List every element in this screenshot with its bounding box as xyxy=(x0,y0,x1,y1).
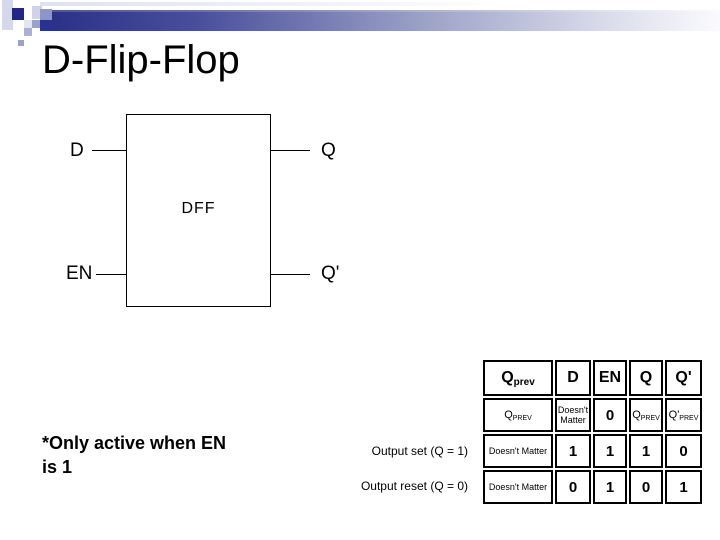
footnote: *Only active when EN is 1 xyxy=(42,431,226,479)
header-cell-qprev: Qprev xyxy=(483,360,553,396)
footnote-line-2: is 1 xyxy=(42,457,73,477)
table-cell: 0 xyxy=(555,470,591,504)
table-cell: Doesn't Matter xyxy=(555,398,591,432)
table-row-hold: QPREV Doesn't Matter 0 QPREV Q'PREV xyxy=(483,398,702,432)
table-header-row: Qprev D EN Q Q' xyxy=(483,360,702,396)
wire-en xyxy=(96,274,126,275)
table-cell: 1 xyxy=(593,470,627,504)
cell-q-base: Q xyxy=(632,409,641,421)
dff-box-label: DFF xyxy=(181,200,216,217)
caption-output-reset: Output reset (Q = 0) xyxy=(360,479,468,493)
header-cell-en: EN xyxy=(593,360,627,396)
header-cell-q: Q xyxy=(629,360,663,396)
wire-d xyxy=(92,150,126,151)
mosaic-square xyxy=(2,0,13,30)
cell-q-sub: PREV xyxy=(640,415,660,422)
header-gradient-bar xyxy=(52,10,720,31)
caption-output-set: Output set (Q = 1) xyxy=(371,444,468,458)
input-label-d: D xyxy=(70,140,84,161)
table-cell: 1 xyxy=(593,434,627,468)
header-cell-q-not: Q' xyxy=(665,360,702,396)
header-cell-d: D xyxy=(555,360,591,396)
mosaic-square xyxy=(24,20,32,28)
footnote-line-1: *Only active when EN xyxy=(42,433,227,453)
input-label-en: EN xyxy=(66,263,93,284)
cell-q-base: Q xyxy=(504,409,513,421)
table-cell: 0 xyxy=(629,470,663,504)
table-cell: 0 xyxy=(593,398,627,432)
cell-q-sub: PREV xyxy=(679,415,699,422)
table-cell: 1 xyxy=(555,434,591,468)
dff-box: DFF xyxy=(126,114,271,307)
truth-table: Qprev D EN Q Q' QPREV Doesn't Matter 0 Q… xyxy=(481,358,704,506)
output-label-q: Q xyxy=(321,140,336,161)
table-row-reset: Doesn't Matter 0 1 0 1 xyxy=(483,470,702,504)
cell-q-sub: PREV xyxy=(512,415,532,422)
table-cell: 0 xyxy=(665,434,702,468)
mosaic-square xyxy=(18,40,24,46)
mosaic-square xyxy=(32,20,40,28)
table-cell: QPREV xyxy=(629,398,663,432)
table-cell: 1 xyxy=(629,434,663,468)
table-cell: Doesn't Matter xyxy=(483,434,553,468)
header-qprev-sub: prev xyxy=(513,377,535,388)
table-cell: Doesn't Matter xyxy=(483,470,553,504)
header-thin-strip xyxy=(40,2,720,6)
wire-q xyxy=(270,150,310,151)
slide-title: D-Flip-Flop xyxy=(42,38,240,82)
cell-q-base: Q' xyxy=(668,409,680,421)
mosaic-square xyxy=(40,20,52,31)
table-row-set: Doesn't Matter 1 1 1 0 xyxy=(483,434,702,468)
mosaic-square xyxy=(12,8,24,20)
mosaic-square xyxy=(40,9,52,20)
header-qprev-base: Q xyxy=(501,369,514,386)
table-cell: QPREV xyxy=(483,398,553,432)
table-cell: 1 xyxy=(665,470,702,504)
output-label-q-not: Q' xyxy=(321,263,340,284)
mosaic-square xyxy=(24,28,32,36)
wire-q-not xyxy=(270,274,310,275)
table-cell: Q'PREV xyxy=(665,398,702,432)
mosaic-square xyxy=(32,6,42,19)
